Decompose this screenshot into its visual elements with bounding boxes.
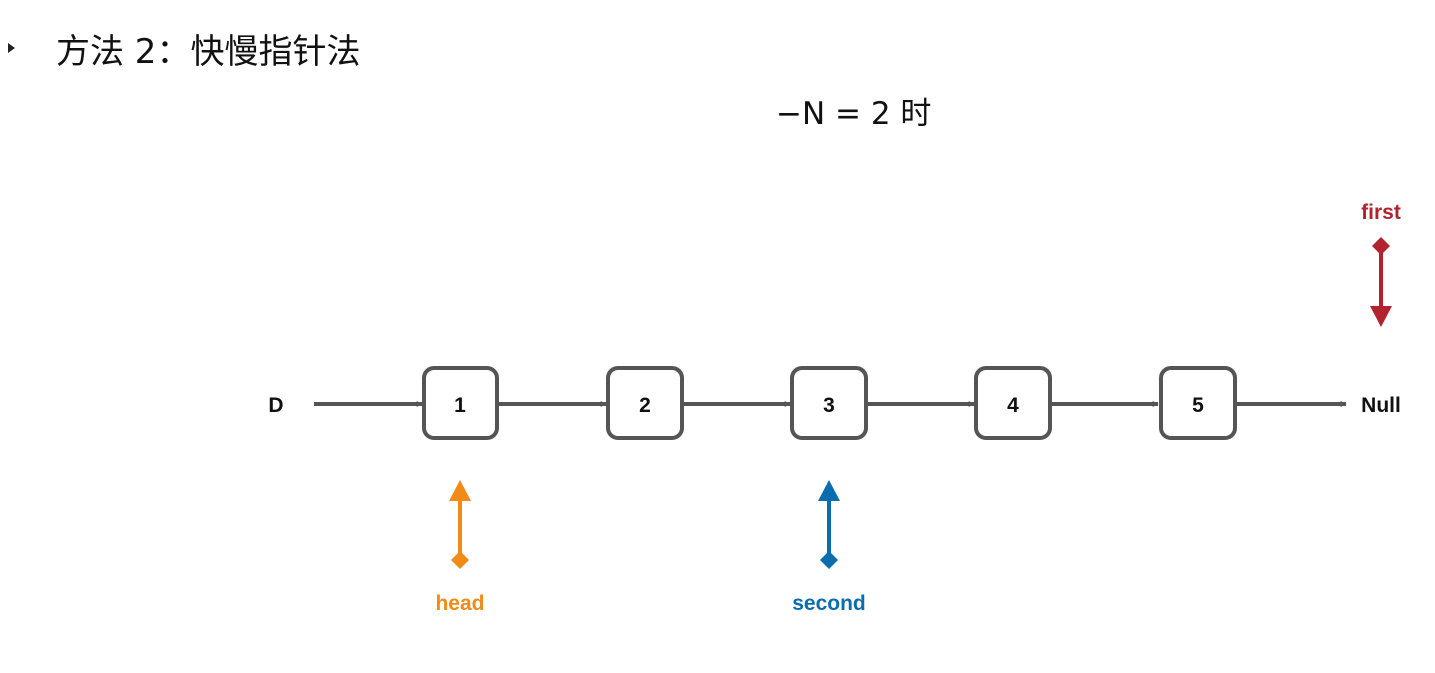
list-node-label: 2 (639, 394, 651, 417)
second-pointer: second (792, 480, 866, 615)
condition-label: −N = 2 时 (776, 96, 932, 132)
list-node-2: 2 (606, 366, 684, 440)
list-end-label: Null (1361, 394, 1401, 417)
list-node-5: 5 (1159, 366, 1237, 440)
head-pointer-diamond-icon (451, 551, 469, 569)
list-node-1: 1 (422, 366, 499, 440)
list-node-label: 1 (454, 394, 466, 417)
second-pointer-arrowhead-icon (818, 480, 840, 501)
bullet-triangle-icon (8, 43, 15, 53)
list-node-label: 5 (1192, 394, 1204, 417)
list-node-4: 4 (974, 366, 1052, 440)
list-start-label: D (268, 394, 283, 417)
slide-heading: 方法 2：快慢指针法 (56, 32, 361, 72)
head-pointer-label: head (435, 592, 484, 615)
head-pointer: head (435, 480, 485, 615)
first-pointer-arrowhead-icon (1370, 306, 1392, 327)
first-pointer: first (1361, 201, 1401, 327)
list-node-3: 3 (790, 366, 868, 440)
first-pointer-diamond-icon (1372, 237, 1390, 255)
list-node-label: 3 (823, 394, 835, 417)
list-node-label: 4 (1007, 394, 1019, 417)
head-pointer-arrowhead-icon (449, 480, 471, 501)
second-pointer-label: second (792, 592, 866, 615)
second-pointer-diamond-icon (820, 551, 838, 569)
first-pointer-label: first (1361, 201, 1401, 224)
